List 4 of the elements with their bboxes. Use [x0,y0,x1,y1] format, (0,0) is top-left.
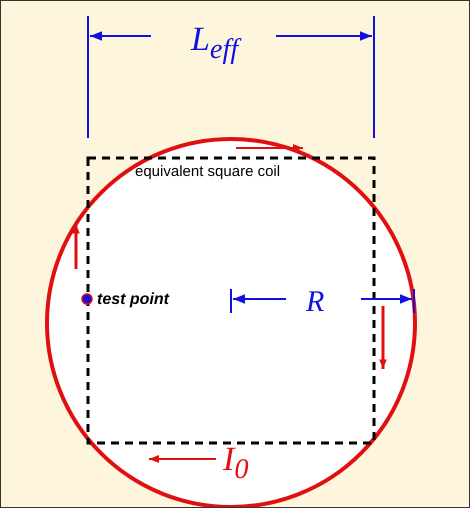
radius-label: R [306,285,324,319]
point-label: test point [97,291,169,309]
coil-label: equivalent square coil [135,163,280,180]
current-label: I$_{0}$ [223,441,248,486]
